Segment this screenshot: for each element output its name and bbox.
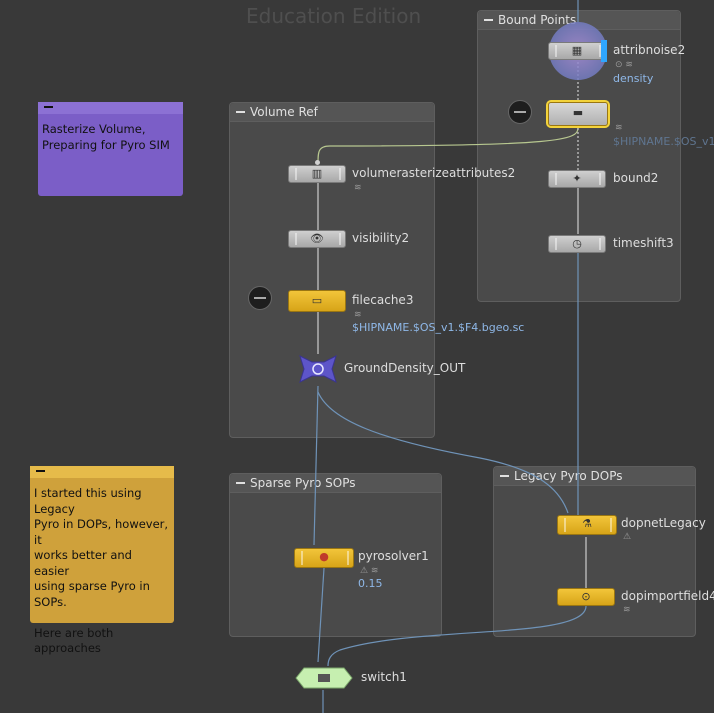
file-icon: ▬ (572, 106, 584, 119)
wire (313, 385, 319, 546)
node-label: GroundDensity_OUT (344, 361, 466, 375)
display-flag-icon[interactable] (601, 40, 607, 62)
switch-icon (318, 674, 330, 682)
dopnet-icon: ⚗ (582, 517, 592, 530)
minimize-icon[interactable] (44, 106, 53, 108)
node-attribnoise2[interactable]: ▦ (548, 42, 606, 60)
sticky-bar[interactable] (30, 466, 174, 478)
node-flags: ≋ (354, 310, 362, 320)
node-pyrosolver1[interactable]: ● (294, 548, 354, 568)
node-label: dopnetLegacy (621, 516, 706, 530)
sticky-text: I started this using Legacy Pyro in DOPs… (34, 486, 169, 655)
node-flags: ≋ (623, 605, 631, 615)
node-label: attribnoise2 (613, 43, 686, 57)
netbox-volume-ref[interactable]: Volume Ref (229, 102, 435, 438)
node-label: bound2 (613, 171, 659, 185)
sticky-note-approach[interactable]: I started this using Legacy Pyro in DOPs… (30, 466, 174, 655)
minimize-icon[interactable] (236, 482, 245, 484)
node-param: 0.15 (358, 577, 383, 590)
node-param: density (613, 72, 654, 85)
node-bound2[interactable]: ✦ (548, 170, 606, 188)
wire (327, 605, 587, 667)
netbox-header[interactable]: Volume Ref (230, 103, 434, 122)
bypass-icon[interactable] (508, 100, 532, 124)
node-label: pyrosolver1 (358, 549, 429, 563)
null-icon (312, 363, 324, 375)
netbox-title: Sparse Pyro SOPs (250, 476, 356, 490)
node-label: switch1 (361, 670, 407, 684)
wire (317, 391, 569, 514)
node-label: volumerasterizeattributes2 (352, 166, 516, 180)
node-visibility2[interactable]: 👁 (288, 230, 346, 248)
minimize-icon[interactable] (236, 111, 245, 113)
node-label: timeshift3 (613, 236, 674, 250)
node-volumerasterizeattributes2[interactable]: ▥ (288, 165, 346, 183)
sticky-text: Rasterize Volume, Preparing for Pyro SIM (42, 122, 170, 152)
node-filecache3[interactable]: ▭ (288, 290, 346, 312)
node-timeshift3[interactable]: ◷ (548, 235, 606, 253)
bypass-icon[interactable] (248, 286, 272, 310)
wire (317, 567, 325, 663)
node-label: dopimportfield4 (621, 589, 714, 603)
minimize-icon[interactable] (500, 475, 509, 477)
input-connector[interactable] (315, 160, 320, 165)
timeshift-icon: ◷ (572, 237, 582, 250)
eye-icon: 👁 (310, 232, 324, 245)
node-flags: ≋ (354, 183, 362, 193)
netbox-title: Volume Ref (250, 105, 318, 119)
node-label: visibility2 (352, 231, 410, 245)
sticky-bar[interactable] (38, 102, 183, 114)
node-flags: ≋ (615, 123, 623, 133)
pyro-icon: ● (319, 550, 329, 563)
node-flags: ⊙ ≋ (615, 60, 633, 70)
wire (317, 127, 579, 165)
node-ground-density-out[interactable] (296, 352, 340, 386)
node-dopnet-legacy[interactable]: ⚗ (557, 515, 617, 535)
node-dopimportfield4[interactable]: ⊙ (557, 588, 615, 606)
node-label: filecache3 (352, 293, 414, 307)
null-shape (299, 355, 337, 383)
node-switch1[interactable] (290, 660, 358, 692)
rasterize-icon: ▥ (311, 167, 323, 180)
sticky-note-rasterize[interactable]: Rasterize Volume, Preparing for Pyro SIM (38, 102, 183, 196)
netbox-title: Bound Points (498, 13, 577, 27)
node-flags: ⚠ (623, 532, 632, 542)
minimize-icon[interactable] (36, 470, 45, 472)
noise-icon: ▦ (571, 44, 583, 57)
netbox-header[interactable]: Sparse Pyro SOPs (230, 474, 441, 493)
node-file-selected[interactable]: ▬ (546, 100, 610, 128)
bound-icon: ✦ (572, 172, 582, 185)
node-param: $HIPNAME.$OS_v1.$F4.bgeo.sc (352, 321, 525, 334)
minimize-icon[interactable] (484, 19, 493, 21)
filecache-icon: ▭ (311, 294, 323, 307)
node-param: $HIPNAME.$OS_v1.$ (613, 135, 714, 148)
education-edition-watermark: Education Edition (246, 4, 422, 28)
import-field-icon: ⊙ (581, 590, 591, 603)
node-flags: ⚠ ≋ (360, 566, 379, 576)
